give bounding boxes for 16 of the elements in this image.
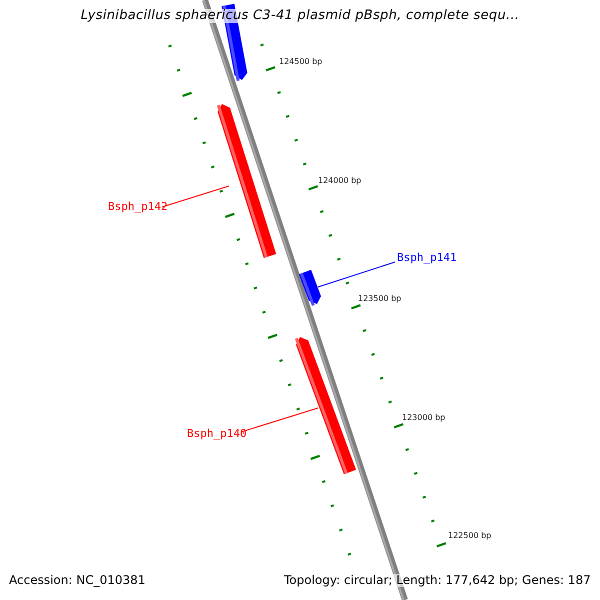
tick-label: 124000 bp bbox=[318, 177, 362, 186]
accession-text: Accession: NC_010381 bbox=[9, 574, 146, 588]
gene-label: Bsph_p141 bbox=[397, 252, 457, 264]
gene-block bbox=[216, 104, 276, 258]
gene-block bbox=[294, 337, 356, 474]
leader-line bbox=[318, 262, 396, 288]
tick-label: 123000 bp bbox=[402, 414, 446, 423]
gene-block bbox=[298, 270, 321, 306]
leader-line bbox=[162, 186, 230, 208]
leader-line bbox=[240, 408, 318, 432]
gene-label: Bsph_p140 bbox=[187, 428, 247, 440]
tick-label: 124500 bp bbox=[279, 58, 322, 67]
summary-text: Topology: circular; Length: 177,642 bp; Genes: 187 bbox=[284, 574, 591, 588]
tick-label: 123500 bp bbox=[358, 295, 402, 304]
gene-label: Bsph_p142 bbox=[108, 201, 168, 214]
tick-label: 122500 bp bbox=[448, 532, 492, 541]
